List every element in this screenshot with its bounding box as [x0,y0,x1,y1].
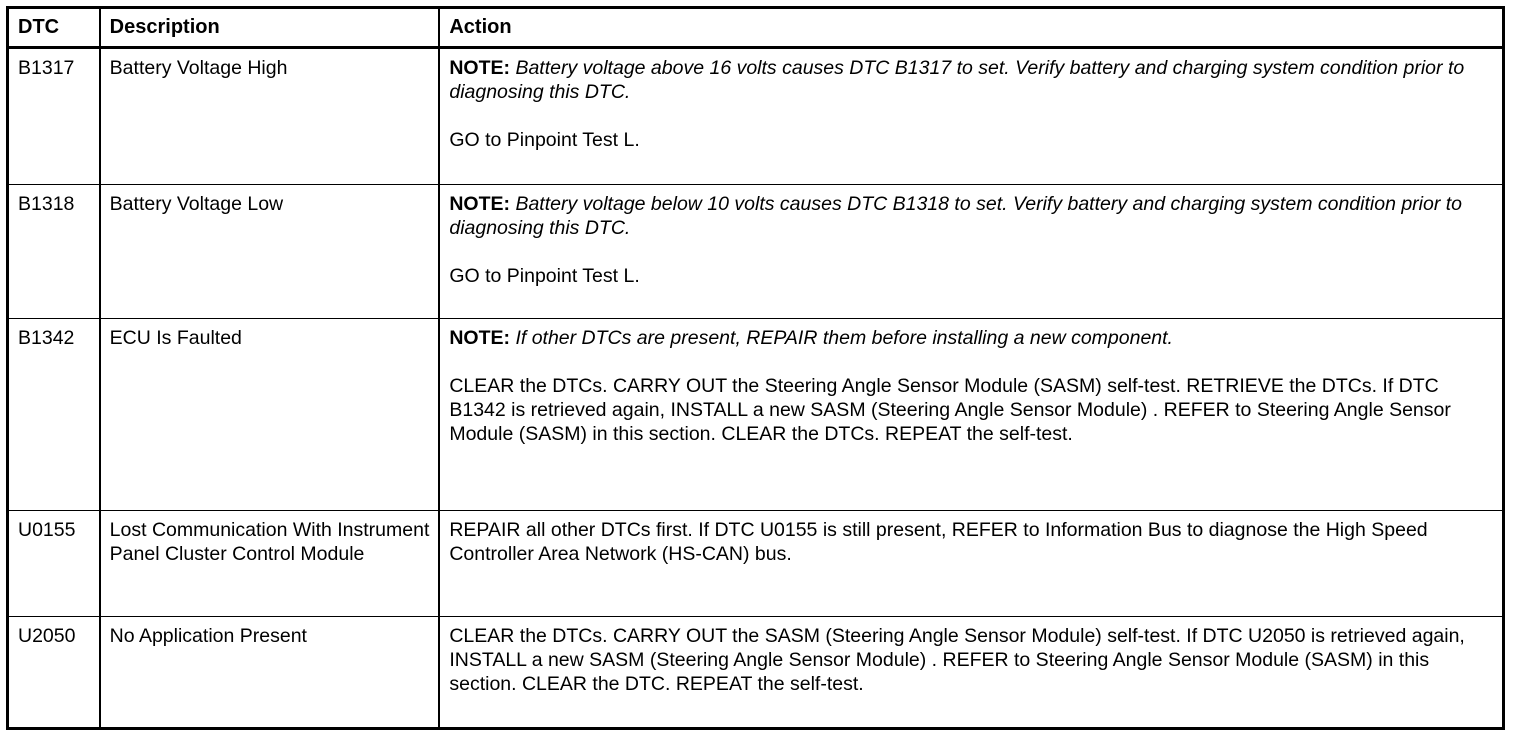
cell-action: NOTE: Battery voltage above 16 volts cau… [438,47,1505,185]
note-label: NOTE: [449,193,511,215]
cell-action: CLEAR the DTCs. CARRY OUT the SASM (Stee… [438,616,1505,730]
table-header-row: DTC Description Action [6,6,1505,49]
dtc-table-container: DTC Description Action B1317 Battery Vol… [6,6,1505,730]
action-body: CLEAR the DTCs. CARRY OUT the SASM (Stee… [449,625,1465,695]
cell-description: Lost Communication With Instrument Panel… [98,510,441,617]
action-note: NOTE: If other DTCs are present, REPAIR … [449,326,1494,350]
cell-description: Battery Voltage High [98,47,441,185]
cell-dtc: B1342 [6,318,101,511]
column-header-action: Action [438,6,1505,49]
note-text: Battery voltage above 16 volts causes DT… [449,57,1465,103]
table-row: U2050 No Application Present CLEAR the D… [6,616,1505,730]
cell-dtc: U2050 [6,616,101,730]
table-row: B1318 Battery Voltage Low NOTE: Battery … [6,184,1505,319]
table-body: B1317 Battery Voltage High NOTE: Battery… [6,47,1505,730]
column-header-description: Description [98,6,441,49]
dtc-diagnostic-table: DTC Description Action B1317 Battery Vol… [6,6,1505,730]
action-body: CLEAR the DTCs. CARRY OUT the Steering A… [449,375,1451,445]
note-text: If other DTCs are present, REPAIR them b… [515,327,1173,349]
cell-dtc: U0155 [6,510,101,617]
action-note: NOTE: Battery voltage below 10 volts cau… [449,192,1494,240]
table-row: U0155 Lost Communication With Instrument… [6,510,1505,617]
table-header: DTC Description Action [6,6,1505,49]
cell-dtc: B1318 [6,184,101,319]
cell-description: ECU Is Faulted [98,318,441,511]
cell-description: Battery Voltage Low [98,184,441,319]
note-label: NOTE: [449,327,511,349]
column-header-dtc: DTC [6,6,101,49]
table-row: B1342 ECU Is Faulted NOTE: If other DTCs… [6,318,1505,511]
cell-action: NOTE: Battery voltage below 10 volts cau… [438,184,1505,319]
cell-description: No Application Present [98,616,441,730]
cell-action: REPAIR all other DTCs first. If DTC U015… [438,510,1505,617]
cell-dtc: B1317 [6,47,101,185]
note-text: Battery voltage below 10 volts causes DT… [449,193,1463,239]
table-row: B1317 Battery Voltage High NOTE: Battery… [6,47,1505,185]
action-body: GO to Pinpoint Test L. [449,265,640,287]
action-body: GO to Pinpoint Test L. [449,129,640,151]
note-label: NOTE: [449,57,511,79]
cell-action: NOTE: If other DTCs are present, REPAIR … [438,318,1505,511]
action-note: NOTE: Battery voltage above 16 volts cau… [449,56,1494,104]
action-body: REPAIR all other DTCs first. If DTC U015… [449,519,1428,565]
